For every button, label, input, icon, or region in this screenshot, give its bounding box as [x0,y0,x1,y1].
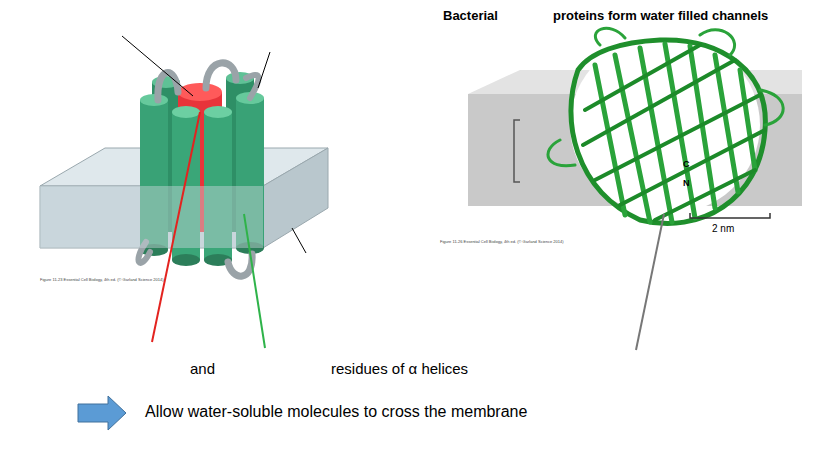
leader-line [122,36,193,96]
membrane-front [40,186,263,248]
leader-line [292,228,306,253]
body-text: and [190,360,215,377]
body-text: Allow water-soluble molecules to cross t… [145,403,527,421]
leader-line-grey [636,214,664,350]
bracket [514,120,520,182]
figure-credit: Figure 11-23 Essential Cell Biology, 4th… [40,278,164,283]
figure-credit: Figure 11-26 Essential Cell Biology, 4th… [440,240,564,245]
heading-part: proteins form water filled channels [553,9,768,24]
scale-bar [690,213,770,218]
leader-line-red [152,112,200,342]
block-arrow [78,396,126,430]
membrane-overlay [40,186,263,248]
body-text: residues of α helices [331,360,468,377]
heading-part: Bacterial [443,9,498,24]
leader-line [258,52,270,88]
membrane-side [263,148,328,248]
scale-label: 2 nm [712,223,734,235]
beta-barrel [548,28,783,223]
leader-line-green [244,214,265,348]
terminus-label: C [683,159,690,169]
terminus-label: N [683,178,690,188]
